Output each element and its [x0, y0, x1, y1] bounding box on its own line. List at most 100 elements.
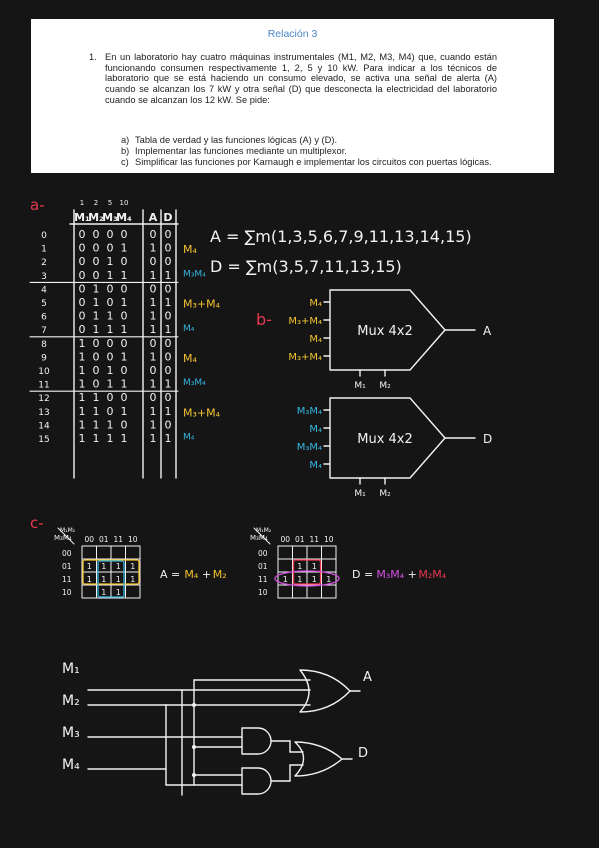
- expr-d-part: M₂M₄: [418, 568, 446, 581]
- table-cell: 0: [93, 228, 100, 241]
- table-cell: 1: [107, 418, 114, 431]
- expr-d-part: M₃M₄: [376, 568, 404, 581]
- group-label: M₃+M₄: [183, 298, 221, 311]
- wire-junction: [192, 703, 196, 707]
- output-d-cell: 1: [165, 432, 172, 445]
- kmap-cell: 1: [87, 562, 92, 571]
- section-c-label: c-: [30, 514, 44, 532]
- and-gate-m3m4: [241, 727, 272, 755]
- table-cell: 1: [93, 310, 100, 323]
- kmap-row-label: 01: [258, 562, 268, 571]
- problem-card: Relación 3 1. En un laboratorio hay cuat…: [31, 19, 554, 173]
- table-cell: 1: [79, 391, 86, 404]
- or-gate: [299, 669, 351, 713]
- output-a-cell: 0: [150, 228, 157, 241]
- table-cell: 1: [93, 432, 100, 445]
- table-cell: 0: [121, 282, 128, 295]
- table-cell: 0: [121, 310, 128, 323]
- table-cell: 0: [107, 391, 114, 404]
- table-cell: 1: [79, 418, 86, 431]
- table-header: M₄: [116, 211, 132, 224]
- kmap-col-label: 00: [84, 535, 94, 544]
- table-cell: 1: [121, 269, 128, 282]
- section-b-label: b-: [256, 310, 272, 329]
- expr-a-part: M₄: [184, 568, 198, 581]
- row-index: 11: [38, 381, 49, 391]
- output-a-cell: 0: [150, 255, 157, 268]
- output-d-cell: 1: [165, 378, 172, 391]
- mux-input-label: M₃+M₄: [288, 352, 322, 363]
- row-index: 3: [41, 272, 47, 282]
- table-cell: 0: [79, 310, 86, 323]
- problem-statement: En un laboratorio hay cuatro máquinas in…: [105, 52, 497, 105]
- kmap-cell: 1: [312, 575, 317, 584]
- table-cell: 0: [107, 350, 114, 363]
- table-cell: 1: [93, 418, 100, 431]
- kmap-row-label: 10: [258, 588, 268, 597]
- mux-output-label: D: [483, 432, 492, 446]
- table-cell: 1: [79, 405, 86, 418]
- mux-input-label: M₄: [309, 460, 322, 471]
- and-gate-m2m4: [241, 767, 272, 795]
- kmap-cell: 1: [101, 575, 106, 584]
- output-d-cell: 0: [165, 255, 172, 268]
- output-a-cell: 0: [150, 337, 157, 350]
- kmap-col-label: 01: [295, 535, 305, 544]
- table-cell: 1: [107, 310, 114, 323]
- output-d-cell: 1: [165, 405, 172, 418]
- kmap-row-label: 00: [62, 549, 72, 558]
- kmap-col-label: 01: [99, 535, 109, 544]
- output-d-cell: 1: [165, 296, 172, 309]
- table-cell: 0: [121, 255, 128, 268]
- group-label: M₄: [183, 352, 197, 365]
- row-index: 2: [41, 258, 47, 268]
- kmap-cell: 1: [130, 575, 135, 584]
- or-gate-d: [294, 741, 343, 777]
- mux-label: Mux 4x2: [357, 432, 413, 447]
- problem-title: Relación 3: [267, 28, 318, 40]
- table-cell: 1: [121, 350, 128, 363]
- output-d-cell: 0: [165, 364, 172, 377]
- output-d-cell: 0: [165, 418, 172, 431]
- table-cell: 1: [93, 405, 100, 418]
- mux-input-label: M₃+M₄: [288, 316, 322, 327]
- table-header: M₃: [102, 211, 118, 224]
- table-cell: 1: [107, 255, 114, 268]
- problem-item-text: Simplificar las funciones por Karnaugh e…: [135, 157, 492, 167]
- table-cell: 0: [79, 282, 86, 295]
- output-d-cell: 1: [165, 269, 172, 282]
- output-a-cell: 0: [150, 282, 157, 295]
- row-index: 9: [41, 353, 47, 363]
- circuit-input-label: M₁: [62, 661, 80, 677]
- kmap-row-label: 10: [62, 588, 72, 597]
- group-label: M₄: [183, 433, 195, 443]
- kmap-col-label: 11: [309, 535, 319, 544]
- table-cell: 1: [121, 378, 128, 391]
- table-cell: 0: [121, 337, 128, 350]
- table-cell: 0: [79, 242, 86, 255]
- table-cell: 0: [121, 364, 128, 377]
- table-cell: 0: [79, 296, 86, 309]
- row-index: 12: [38, 394, 49, 404]
- kmap-row-label: 11: [62, 575, 72, 584]
- problem-item-a: a) Tabla de verdad y las funciones lógic…: [121, 135, 501, 146]
- expr-a-part: +: [202, 568, 211, 581]
- function-a: A = ∑m(1,3,5,6,7,9,11,13,14,15): [210, 227, 472, 246]
- kmap-corner-top: M₁M₂: [60, 527, 76, 534]
- weight-label: 1: [80, 199, 84, 207]
- table-cell: 1: [93, 391, 100, 404]
- table-cell: 0: [107, 337, 114, 350]
- row-index: 10: [38, 367, 50, 377]
- table-cell: 1: [79, 364, 86, 377]
- table-cell: 1: [79, 432, 86, 445]
- table-cell: 1: [107, 364, 114, 377]
- kmap-row-label: 11: [258, 575, 268, 584]
- output-a-cell: 1: [150, 405, 157, 418]
- table-header: M₂: [88, 211, 104, 224]
- kmap-group-m2: [97, 560, 125, 598]
- wire-junction: [192, 745, 196, 749]
- expr-a-part: A =: [160, 568, 180, 581]
- kmap-cell: 1: [116, 588, 121, 597]
